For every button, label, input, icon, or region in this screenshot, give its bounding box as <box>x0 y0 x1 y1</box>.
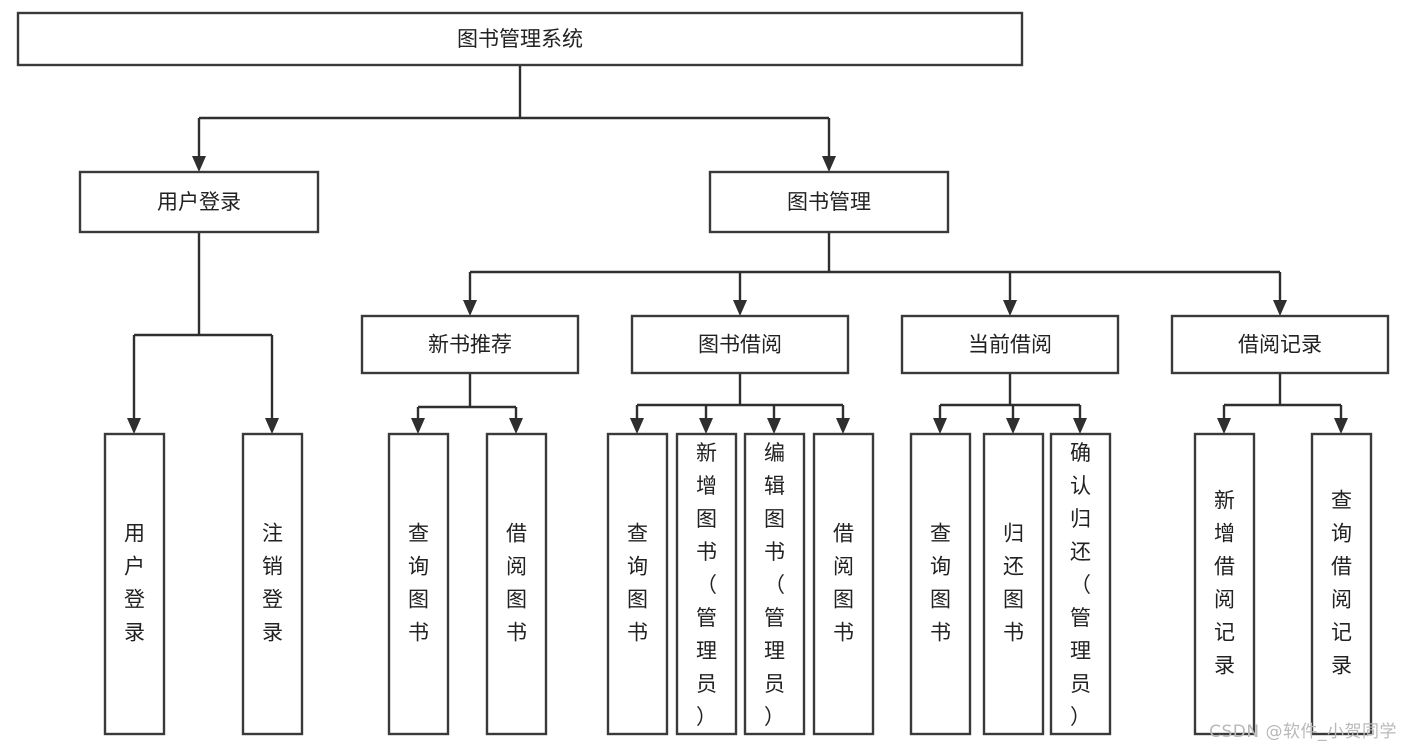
arrow-head-icon <box>265 418 279 434</box>
arrow-head-icon <box>509 418 523 434</box>
node-box <box>1049 432 1112 736</box>
node-box <box>909 432 972 736</box>
leaf-return-book[interactable]: 归还图书 <box>982 432 1045 736</box>
arrow-head-icon <box>733 300 747 316</box>
arrow-head-icon <box>836 418 850 434</box>
node-box <box>78 170 320 234</box>
leaf-query-book-3[interactable]: 查询图书 <box>909 432 972 736</box>
node-root[interactable]: 图书管理系统 <box>16 11 1024 67</box>
connector-layer <box>127 65 1348 434</box>
leaf-edit-book[interactable]: 编辑图书（管理员） <box>743 432 806 736</box>
connector-manage-children <box>463 232 1287 316</box>
node-label: 编辑图书（管理员） <box>764 441 785 729</box>
leaf-query-book-1[interactable]: 查询图书 <box>387 432 450 736</box>
node-box <box>1170 314 1390 375</box>
watermark-label: CSDN @软件_小贺同学 <box>1209 722 1397 742</box>
node-current-borrow[interactable]: 当前借阅 <box>900 314 1120 375</box>
arrow-head-icon <box>767 418 781 434</box>
leaf-query-record[interactable]: 查询借阅记录 <box>1310 432 1373 736</box>
arrow-head-icon <box>411 418 425 434</box>
node-book-manage[interactable]: 图书管理 <box>708 170 950 234</box>
arrow-head-icon <box>127 418 141 434</box>
node-new-book-rec[interactable]: 新书推荐 <box>360 314 580 375</box>
node-box <box>241 432 304 736</box>
arrow-head-icon <box>1006 418 1020 434</box>
arrow-head-icon <box>630 418 644 434</box>
node-box <box>606 432 669 736</box>
node-label: 图书管理系统 <box>457 27 583 51</box>
node-label: 图书借阅 <box>698 333 782 357</box>
connector-cur-children <box>933 373 1087 434</box>
node-label: 图书管理 <box>787 190 871 214</box>
node-box <box>485 432 548 736</box>
node-borrow-record[interactable]: 借阅记录 <box>1170 314 1390 375</box>
node-box <box>982 432 1045 736</box>
arrow-head-icon <box>1334 418 1348 434</box>
connector-root-to-level2 <box>192 65 836 172</box>
node-label: 借阅图书 <box>833 522 854 645</box>
connector-rcd-children <box>1217 373 1348 434</box>
node-box <box>630 314 850 375</box>
leaf-add-record[interactable]: 新增借阅记录 <box>1193 432 1256 736</box>
node-box <box>103 432 166 736</box>
node-label: 归还图书 <box>1003 522 1024 645</box>
node-layer: 图书管理系统用户登录图书管理新书推荐图书借阅当前借阅借阅记录用户登录注销登录查询… <box>16 11 1390 736</box>
arrow-head-icon <box>1217 418 1231 434</box>
connector-login-children <box>127 232 279 434</box>
node-label: 查询图书 <box>408 522 429 645</box>
node-box <box>708 170 950 234</box>
node-label: 当前借阅 <box>968 333 1052 357</box>
node-label: 新增借阅记录 <box>1214 489 1235 678</box>
node-box <box>360 314 580 375</box>
connector-borrow-children <box>630 373 850 434</box>
arrow-head-icon <box>1003 300 1017 316</box>
leaf-logout[interactable]: 注销登录 <box>241 432 304 736</box>
node-label: 用户登录 <box>124 522 145 645</box>
node-label: 查询借阅记录 <box>1331 489 1352 678</box>
leaf-borrow-book-2[interactable]: 借阅图书 <box>812 432 875 736</box>
arrow-head-icon <box>822 156 836 172</box>
node-label: 借阅图书 <box>506 522 527 645</box>
leaf-borrow-book-1[interactable]: 借阅图书 <box>485 432 548 736</box>
leaf-user-login[interactable]: 用户登录 <box>103 432 166 736</box>
node-label: 新书推荐 <box>428 333 512 357</box>
node-box <box>387 432 450 736</box>
leaf-query-book-2[interactable]: 查询图书 <box>606 432 669 736</box>
leaf-add-book[interactable]: 新增图书（管理员） <box>675 432 738 736</box>
node-label: 确认归还（管理员） <box>1070 441 1091 729</box>
node-label: 借阅记录 <box>1238 333 1322 357</box>
node-box <box>1310 432 1373 736</box>
arrow-head-icon <box>1073 418 1087 434</box>
node-user-login[interactable]: 用户登录 <box>78 170 320 234</box>
node-label: 查询图书 <box>627 522 648 645</box>
arrow-head-icon <box>699 418 713 434</box>
arrow-head-icon <box>192 156 206 172</box>
node-box <box>743 432 806 736</box>
leaf-confirm-return[interactable]: 确认归还（管理员） <box>1049 432 1112 736</box>
node-label: 新增图书（管理员） <box>696 441 717 729</box>
arrow-head-icon <box>933 418 947 434</box>
node-book-borrow[interactable]: 图书借阅 <box>630 314 850 375</box>
node-box <box>1193 432 1256 736</box>
node-box <box>812 432 875 736</box>
node-label: 注销登录 <box>262 522 283 645</box>
node-box <box>16 11 1024 67</box>
arrow-head-icon <box>1273 300 1287 316</box>
arrow-head-icon <box>463 300 477 316</box>
node-label: 查询图书 <box>930 522 951 645</box>
node-box <box>675 432 738 736</box>
connector-rec-children <box>411 373 523 434</box>
node-box <box>900 314 1120 375</box>
node-label: 用户登录 <box>157 190 241 214</box>
